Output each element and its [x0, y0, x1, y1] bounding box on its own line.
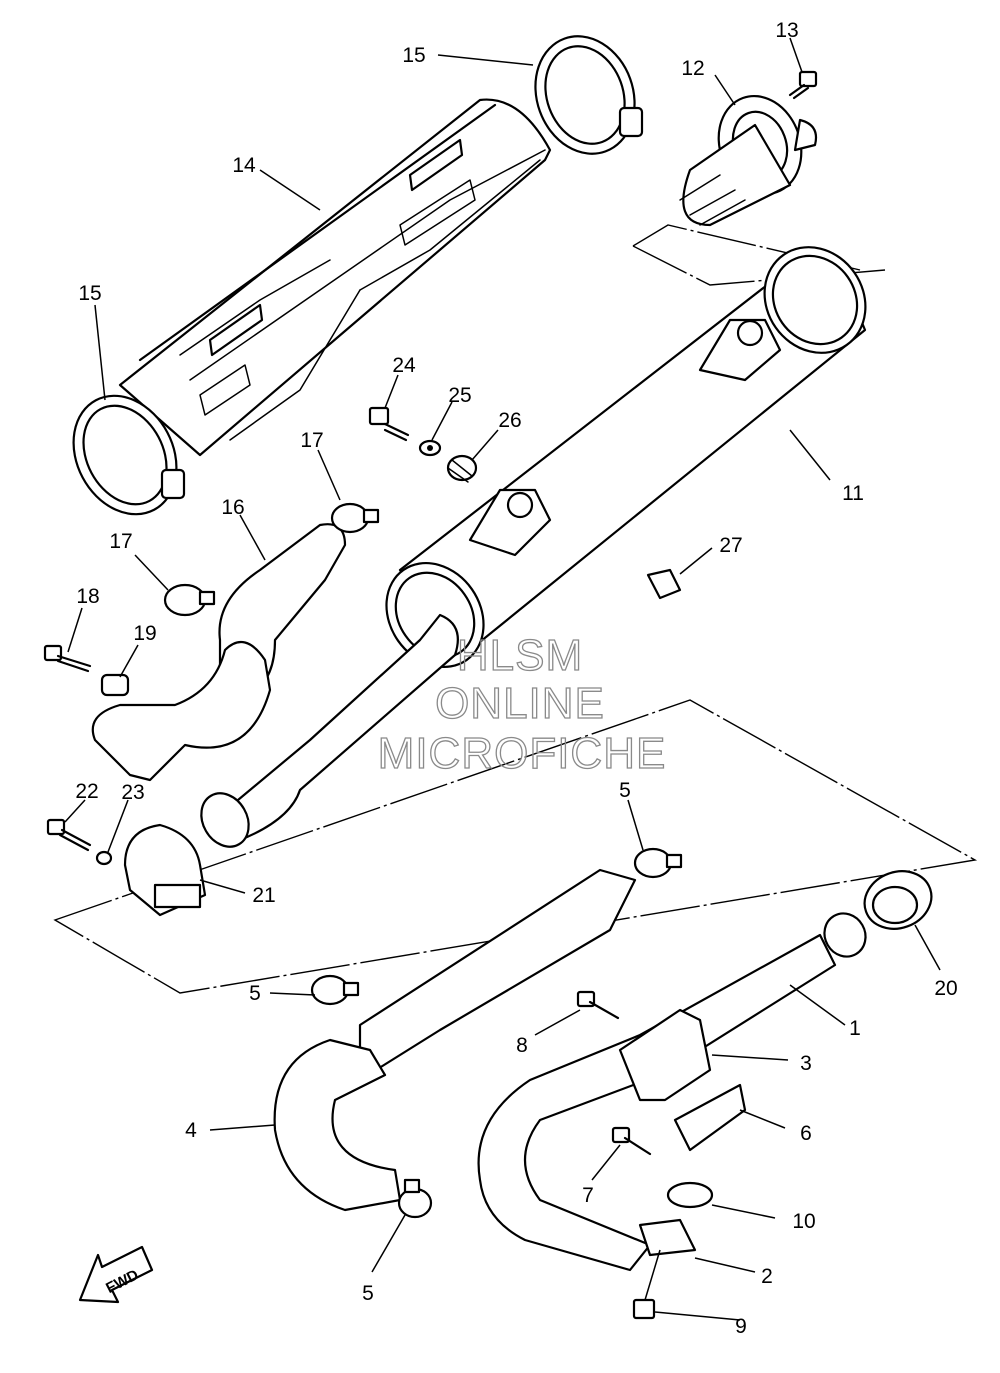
- callout-17-lower: 17: [109, 530, 132, 553]
- callout-27: 27: [719, 534, 742, 557]
- bolt-part-8: [576, 990, 620, 1020]
- clamp-part-21: [123, 823, 207, 917]
- callout-18: 18: [76, 585, 99, 608]
- protector-part-16: [91, 523, 347, 782]
- callout-7: 7: [582, 1184, 594, 1207]
- callout-12: 12: [681, 57, 704, 80]
- bolt-part-18: [43, 644, 92, 673]
- heat-protector-part-4: [273, 868, 637, 1212]
- callout-9: 9: [735, 1315, 747, 1338]
- callout-20: 20: [934, 977, 957, 1000]
- callout-5-middle: 5: [249, 982, 261, 1005]
- exhaust-pipe-part-1: [477, 912, 867, 1272]
- gasket-part-20: [863, 870, 933, 930]
- callout-15-front: 15: [78, 282, 101, 305]
- clamp-part-17-lower: [163, 583, 216, 617]
- spark-arrester-part-12: [679, 94, 818, 227]
- clamp-part-5-upper: [633, 847, 683, 879]
- callout-17-upper: 17: [300, 429, 323, 452]
- band-part-15-rear: [534, 35, 644, 155]
- callout-14: 14: [232, 154, 256, 177]
- callout-15-rear: 15: [402, 44, 425, 67]
- watermark: HLSM ONLINE MICROFICHE: [377, 630, 667, 778]
- gasket-part-10: [666, 1181, 714, 1209]
- callout-10: 10: [792, 1210, 815, 1233]
- callout-13: 13: [775, 19, 798, 42]
- clamp-part-17-upper: [330, 502, 380, 534]
- bracket-part-3: [618, 1008, 712, 1102]
- callout-3: 3: [800, 1052, 812, 1075]
- callout-24: 24: [392, 354, 416, 377]
- clamp-part-5-lower: [397, 1178, 433, 1219]
- nut-part-9: [632, 1298, 656, 1320]
- callout-11: 11: [842, 482, 864, 505]
- bolt-part-24: [368, 406, 410, 442]
- callout-23: 23: [121, 781, 144, 804]
- bolt-part-22: [46, 818, 92, 852]
- callout-labels: 15 12 13 14 15 24 25 26 11 27 17 16 17 1…: [75, 19, 957, 1338]
- callout-8: 8: [516, 1034, 528, 1057]
- callout-5-lower: 5: [362, 1282, 374, 1305]
- band-part-15-front: [72, 394, 186, 516]
- gasket-part-2: [638, 1218, 697, 1257]
- callout-19: 19: [133, 622, 156, 645]
- callout-1: 1: [849, 1017, 861, 1040]
- clamp-part-5-middle: [310, 974, 360, 1006]
- washer-part-25: [418, 439, 442, 457]
- callout-25: 25: [448, 384, 471, 407]
- callout-26: 26: [498, 409, 521, 432]
- collar-part-27: [646, 568, 682, 600]
- forward-direction-arrow: FWD: [78, 1245, 154, 1304]
- muffler-part-11: [200, 246, 867, 848]
- callout-21: 21: [252, 884, 275, 907]
- bolt-part-7: [611, 1126, 652, 1156]
- muffler-cover-part-14: [118, 98, 552, 457]
- bolt-part-13: [788, 70, 818, 100]
- watermark-line-2: ONLINE: [435, 679, 605, 728]
- callout-4: 4: [185, 1119, 197, 1142]
- bracket-part-6: [673, 1083, 747, 1152]
- watermark-line-1: HLSM: [457, 631, 583, 680]
- callout-5-upper: 5: [619, 779, 631, 802]
- callout-6: 6: [800, 1122, 812, 1145]
- washer-part-23: [95, 850, 113, 866]
- callout-22: 22: [75, 780, 98, 803]
- callout-16: 16: [221, 496, 244, 519]
- callout-2: 2: [761, 1265, 773, 1288]
- collar-part-19: [100, 673, 130, 697]
- leader-lines: [64, 37, 941, 1321]
- grommet-part-26: [446, 454, 478, 483]
- watermark-line-3: MICROFICHE: [378, 729, 667, 778]
